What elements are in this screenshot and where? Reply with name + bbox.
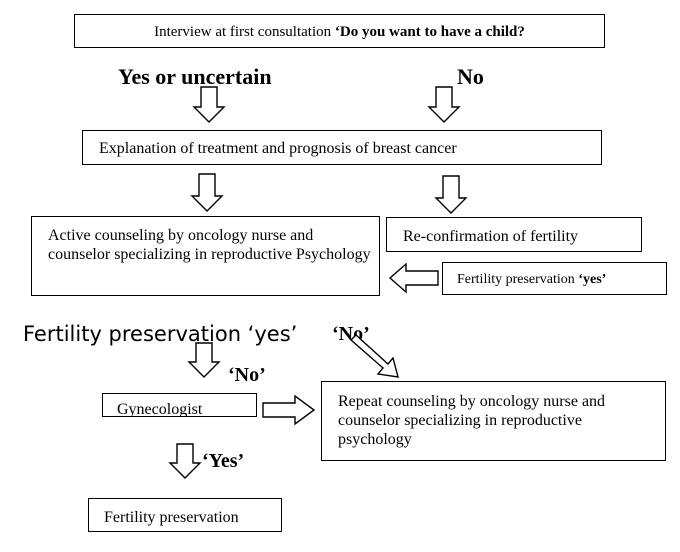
fertility-preservation-yes-box: Fertility preservation ‘yes’	[442, 262, 667, 295]
branch-yes-label: Yes or uncertain	[118, 64, 272, 89]
fertility-preservation-box: Fertility preservation	[88, 498, 282, 532]
no-label-left: ‘No’	[228, 364, 266, 386]
down-arrow-no-1	[427, 86, 461, 123]
active-counseling-text: Active counseling by oncology nurse and …	[48, 227, 371, 264]
gynecologist-text: Gynecologist	[117, 401, 203, 417]
fertility-preservation-yes-prefix: Fertility preservation	[457, 272, 579, 287]
down-arrow-gyne-yes	[168, 443, 202, 479]
interview-prefix: Interview at first consultation	[154, 24, 335, 40]
explanation-text: Explanation of treatment and prognosis o…	[99, 140, 457, 157]
down-arrow-yes-2	[190, 173, 224, 212]
diagonal-arrow-no	[349, 334, 399, 378]
branch-no-label: No	[457, 64, 484, 89]
fertility-preservation-yes-label: Fertility preservation ‘yes’	[23, 322, 298, 346]
active-counseling-box: Active counseling by oncology nurse and …	[31, 216, 380, 296]
interview-box: Interview at first consultation ‘Do you …	[74, 14, 605, 48]
fertility-preservation-yes-answer: ‘yes’	[578, 272, 607, 287]
fertility-preservation-text: Fertility preservation	[104, 509, 239, 526]
explanation-box: Explanation of treatment and prognosis o…	[82, 130, 602, 165]
yes-label: ‘Yes’	[202, 450, 245, 472]
down-arrow-yes-1	[192, 86, 226, 123]
left-arrow-fp-yes	[388, 262, 439, 294]
gynecologist-box: Gynecologist	[102, 393, 257, 417]
repeat-counseling-text: Repeat counseling by oncology nurse and …	[338, 393, 606, 449]
interview-question: ‘Do you want to have a child?	[334, 24, 525, 40]
repeat-counseling-box: Repeat counseling by oncology nurse and …	[321, 381, 666, 461]
right-arrow-gyne-repeat	[262, 394, 316, 426]
reconfirmation-box: Re-confirmation of fertility	[386, 217, 642, 252]
reconfirmation-text: Re-confirmation of fertility	[403, 228, 579, 245]
down-arrow-no-2	[434, 175, 468, 214]
down-arrow-fp-yes	[187, 342, 221, 378]
